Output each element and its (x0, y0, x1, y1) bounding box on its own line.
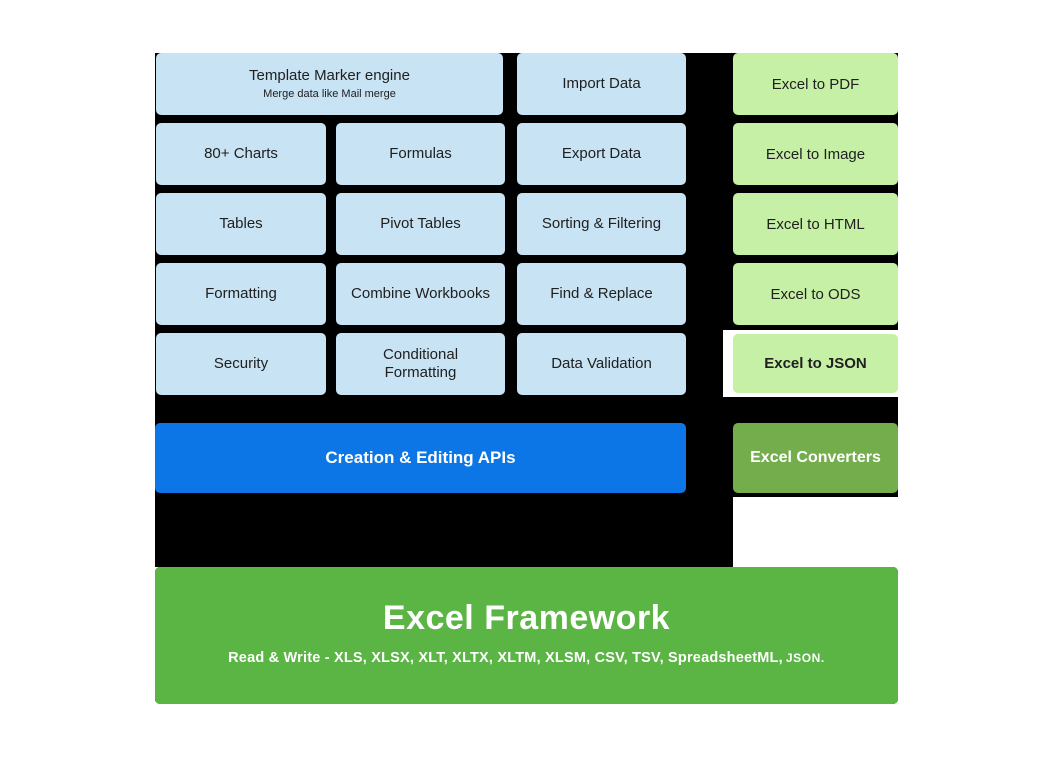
feature-box-charts: 80+ Charts (156, 123, 326, 185)
feature-box-find-replace: Find & Replace (517, 263, 686, 325)
converter-box-excel-to-pdf: Excel to PDF (733, 53, 898, 115)
feature-box-import-data: Import Data (517, 53, 686, 115)
feature-box-pivot-tables: Pivot Tables (336, 193, 505, 255)
converter-box-excel-to-html: Excel to HTML (733, 193, 898, 255)
feature-box-subtitle: Merge data like Mail merge (263, 87, 396, 100)
feature-box-conditional-formatting: Conditional Formatting (336, 333, 505, 395)
feature-box-sorting-filtering: Sorting & Filtering (517, 193, 686, 255)
feature-box-formulas: Formulas (336, 123, 505, 185)
framework-subtitle-formats: Read & Write - XLS, XLSX, XLT, XLTX, XLT… (228, 650, 783, 666)
feature-box-data-validation: Data Validation (517, 333, 686, 395)
feature-box-security: Security (156, 333, 326, 395)
feature-box-export-data: Export Data (517, 123, 686, 185)
creation-editing-apis-bar: Creation & Editing APIs (155, 423, 686, 493)
apis-bar-label: Creation & Editing APIs (325, 448, 516, 467)
converter-box-excel-to-image: Excel to Image (733, 123, 898, 185)
framework-subtitle-json: JSON. (785, 651, 825, 665)
excel-converters-bar: Excel Converters (733, 423, 898, 493)
feature-box-combine-workbooks: Combine Workbooks (336, 263, 505, 325)
excel-framework-bar: Excel Framework Read & Write - XLS, XLSX… (155, 567, 898, 704)
excel-converters-label: Excel Converters (750, 449, 881, 466)
converter-box-excel-to-ods: Excel to ODS (733, 263, 898, 325)
feature-box-formatting: Formatting (156, 263, 326, 325)
feature-box-title: Template Marker engine (249, 66, 410, 84)
framework-subtitle: Read & Write - XLS, XLSX, XLT, XLTX, XLT… (228, 650, 825, 666)
framework-title: Excel Framework (382, 599, 671, 637)
feature-box-template-marker-engine: Template Marker engine Merge data like M… (156, 53, 503, 115)
feature-box-tables: Tables (156, 193, 326, 255)
converter-box-excel-to-json: Excel to JSON (733, 334, 898, 393)
